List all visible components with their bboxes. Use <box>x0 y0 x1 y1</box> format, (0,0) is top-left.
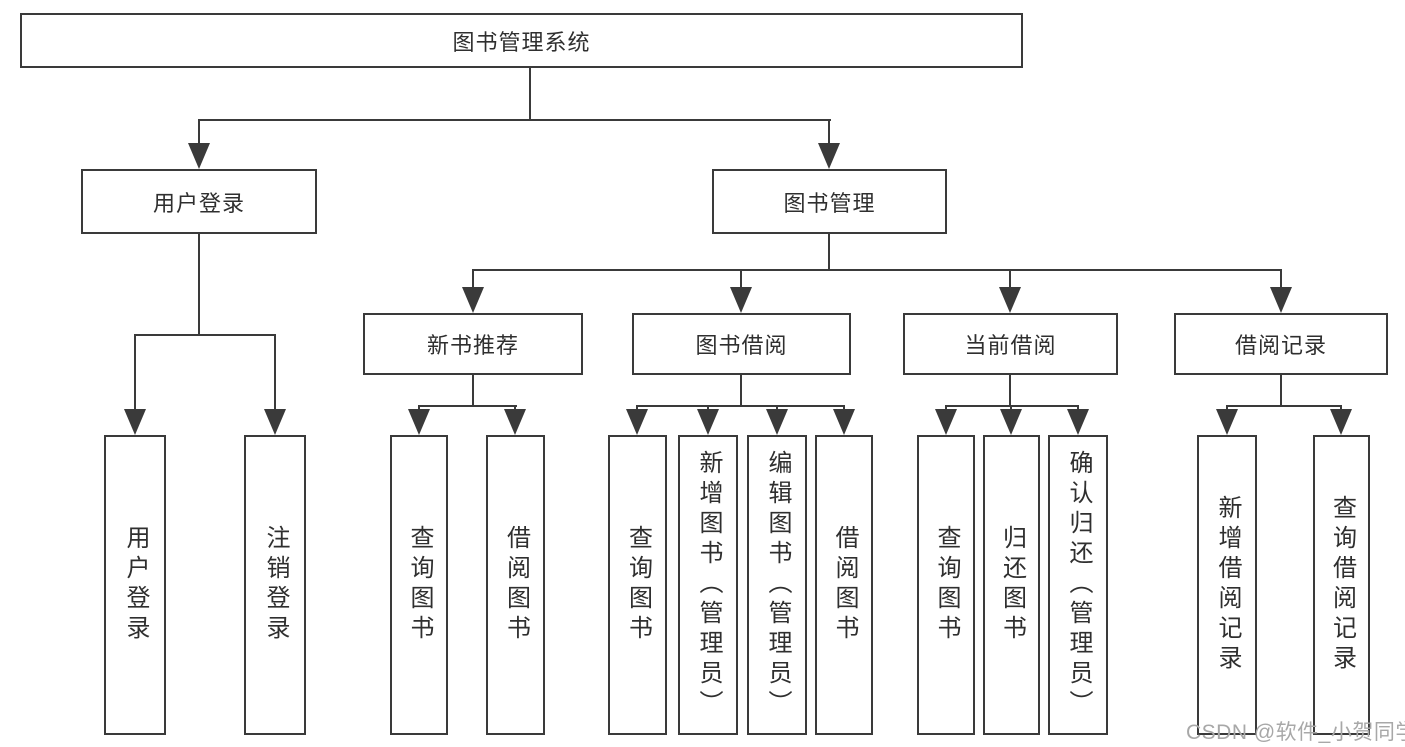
connector-line <box>740 375 742 406</box>
leaf-user-login-label: 用户登录 <box>122 525 149 645</box>
connector-line <box>472 375 474 406</box>
connector-line <box>1340 405 1342 411</box>
leaf-bb-query-books: 查询图书 <box>608 435 667 735</box>
connector-line <box>274 334 276 411</box>
connector-line <box>529 68 531 120</box>
connector-line <box>945 405 947 411</box>
node-root-label: 图书管理系统 <box>452 29 591 55</box>
node-borrowing-records: 借阅记录 <box>1174 313 1388 375</box>
leaf-nb-query-books-label: 查询图书 <box>406 525 433 645</box>
leaf-logout: 注销登录 <box>244 435 306 735</box>
connector-line <box>776 405 778 411</box>
node-book-borrowing: 图书借阅 <box>632 313 851 375</box>
connector-line <box>1009 375 1011 406</box>
leaf-user-login: 用户登录 <box>104 435 166 735</box>
leaf-br-add-record: 新增借阅记录 <box>1197 435 1257 735</box>
arrow-down-icon <box>818 143 840 169</box>
node-book-management-label: 图书管理 <box>783 190 876 216</box>
arrow-down-icon <box>1000 409 1022 435</box>
connector-line <box>707 405 709 411</box>
leaf-cb-query-books: 查询图书 <box>917 435 975 735</box>
leaf-bb-borrow-books-label: 借阅图书 <box>831 525 858 645</box>
connector-line <box>1280 375 1282 406</box>
connector-line <box>514 405 516 411</box>
node-user-login-label: 用户登录 <box>152 190 245 216</box>
leaf-br-query-record: 查询借阅记录 <box>1313 435 1370 735</box>
node-new-book-recommend: 新书推荐 <box>363 313 583 375</box>
connector-line <box>636 405 638 411</box>
arrow-down-icon <box>264 409 286 435</box>
connector-line <box>740 269 742 289</box>
leaf-cb-confirm-return-admin-label: 确认归还（管理员） <box>1065 450 1092 720</box>
leaf-cb-query-books-label: 查询图书 <box>933 525 960 645</box>
arrow-down-icon <box>626 409 648 435</box>
connector-line <box>134 334 276 336</box>
node-current-borrowing-label: 当前借阅 <box>964 333 1057 358</box>
node-current-borrowing: 当前借阅 <box>903 313 1118 375</box>
node-borrowing-records-label: 借阅记录 <box>1234 333 1327 358</box>
connector-line <box>843 405 845 411</box>
connector-line <box>472 269 1282 271</box>
leaf-cb-return-books: 归还图书 <box>983 435 1040 735</box>
arrow-down-icon <box>1067 409 1089 435</box>
connector-line <box>945 405 1079 407</box>
arrow-down-icon <box>188 143 210 169</box>
arrow-down-icon <box>462 287 484 313</box>
arrow-down-icon <box>766 409 788 435</box>
leaf-nb-borrow-books-label: 借阅图书 <box>502 525 530 645</box>
arrow-down-icon <box>1270 287 1292 313</box>
connector-line <box>1077 405 1079 411</box>
leaf-bb-edit-book-admin-label: 编辑图书（管理员） <box>764 450 791 720</box>
arrow-down-icon <box>1330 409 1352 435</box>
connector-line <box>418 405 517 407</box>
node-new-book-recommend-label: 新书推荐 <box>426 333 519 358</box>
node-book-borrowing-label: 图书借阅 <box>695 333 788 358</box>
arrow-down-icon <box>833 409 855 435</box>
connector-line <box>1226 405 1342 407</box>
connector-line <box>198 119 831 121</box>
connector-line <box>198 234 200 335</box>
arrow-down-icon <box>935 409 957 435</box>
leaf-bb-add-book-admin: 新增图书（管理员） <box>678 435 738 735</box>
arrow-down-icon <box>1216 409 1238 435</box>
leaf-br-query-record-label: 查询借阅记录 <box>1328 495 1356 675</box>
connector-line <box>828 119 830 145</box>
arrow-down-icon <box>124 409 146 435</box>
leaf-bb-edit-book-admin: 编辑图书（管理员） <box>747 435 807 735</box>
arrow-down-icon <box>408 409 430 435</box>
connector-line <box>472 269 474 289</box>
node-book-management: 图书管理 <box>712 169 947 234</box>
node-root: 图书管理系统 <box>20 13 1023 68</box>
arrow-down-icon <box>504 409 526 435</box>
leaf-logout-label: 注销登录 <box>262 525 289 645</box>
leaf-nb-borrow-books: 借阅图书 <box>486 435 545 735</box>
leaf-bb-add-book-admin-label: 新增图书（管理员） <box>695 450 722 720</box>
csdn-watermark: CSDN @软件_小贺同学 <box>1186 721 1405 744</box>
connector-line <box>636 405 845 407</box>
connector-line <box>828 234 830 271</box>
connector-line <box>1010 405 1012 411</box>
leaf-cb-return-books-label: 归还图书 <box>998 525 1026 645</box>
leaf-br-add-record-label: 新增借阅记录 <box>1214 495 1241 675</box>
connector-line <box>198 119 200 145</box>
node-user-login: 用户登录 <box>81 169 317 234</box>
connector-line <box>1226 405 1228 411</box>
leaf-bb-borrow-books: 借阅图书 <box>815 435 873 735</box>
connector-line <box>1280 269 1282 289</box>
arrow-down-icon <box>730 287 752 313</box>
arrow-down-icon <box>697 409 719 435</box>
leaf-bb-query-books-label: 查询图书 <box>624 525 652 645</box>
connector-line <box>418 405 420 411</box>
leaf-cb-confirm-return-admin: 确认归还（管理员） <box>1048 435 1108 735</box>
connector-line <box>134 334 136 411</box>
connector-line <box>1009 269 1011 289</box>
leaf-nb-query-books: 查询图书 <box>390 435 448 735</box>
arrow-down-icon <box>999 287 1021 313</box>
